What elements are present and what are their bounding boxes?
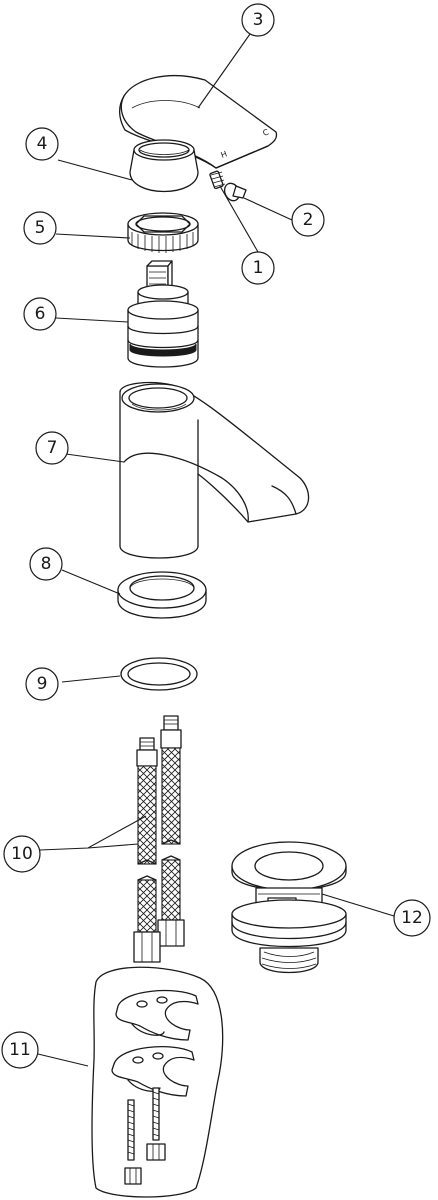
callout-8: 8 [29,547,63,581]
hot-marking: H [220,149,229,160]
callout-11: 11 [1,1031,39,1069]
indicator-cap [223,182,247,202]
callout-7: 7 [35,431,69,465]
valve-cartridge [127,260,199,368]
callout-label: 6 [35,304,46,324]
base-washer [117,571,207,619]
callout-label: 12 [401,908,423,928]
callout-label: 5 [35,218,46,238]
callout-2: 2 [291,203,325,237]
callout-label: 4 [37,134,48,154]
callout-label: 10 [11,844,33,864]
callout-label: 3 [253,10,264,30]
callout-10: 10 [3,835,41,873]
callout-label: 2 [303,210,314,230]
retaining-nut [127,212,199,253]
seal-ring [120,657,198,691]
lever-handle: H C [118,74,278,169]
callout-label: 1 [253,258,264,278]
grub-screw [209,170,226,190]
flexible-tails [133,715,185,963]
callout-label: 8 [41,554,52,574]
shroud [129,139,199,192]
callout-9: 9 [25,667,59,701]
callout-12: 12 [393,899,431,937]
callout-1: 1 [241,251,275,285]
tap-body [119,381,310,559]
callout-label: 11 [9,1040,31,1060]
callout-label: 9 [37,674,48,694]
leader-lines [37,33,395,1067]
callout-label: 7 [47,438,58,458]
callout-6: 6 [23,297,57,331]
fixing-kit-card [91,966,224,1198]
callout-5: 5 [23,211,57,245]
callout-3: 3 [241,3,275,37]
cold-marking: C [262,127,271,138]
waste-plug [231,841,347,974]
callout-4: 4 [25,127,59,161]
